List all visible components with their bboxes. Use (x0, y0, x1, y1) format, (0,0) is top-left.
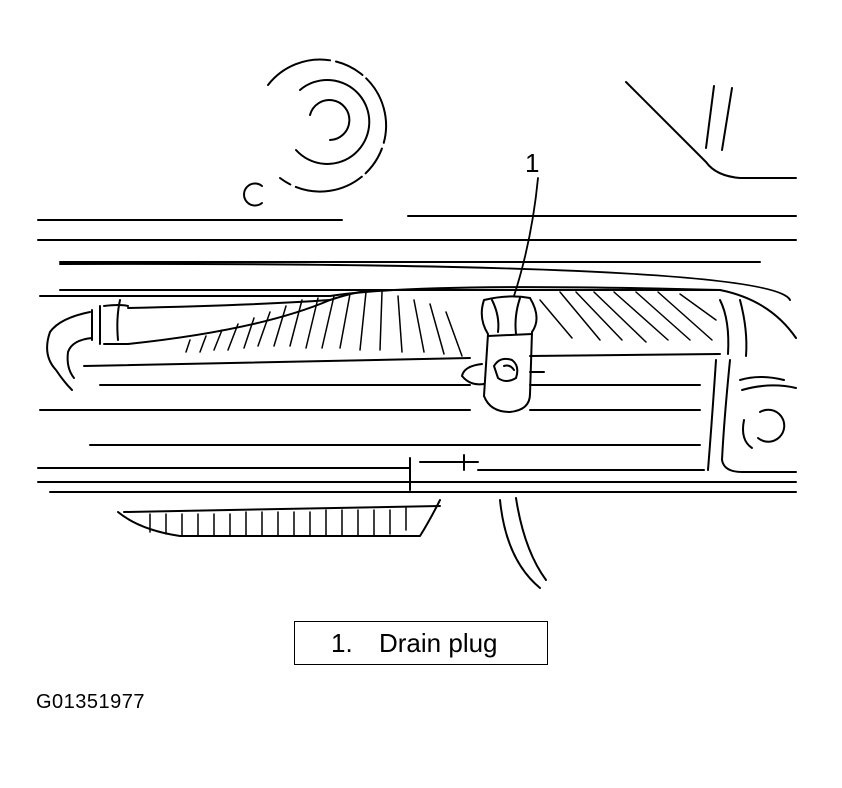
legend-label: Drain plug (379, 627, 498, 658)
legend-box: 1. Drain plug (294, 621, 548, 665)
pan-rib-lines (150, 508, 406, 536)
right-bracket (708, 300, 796, 472)
round-fitting (244, 60, 386, 206)
hose (47, 300, 128, 390)
callout-number: 1 (525, 148, 540, 178)
pan-ribs (118, 500, 440, 536)
hatching-left (186, 292, 462, 356)
oil-pan-edge (84, 290, 720, 366)
callout-leader (514, 178, 538, 296)
hatching-right (540, 292, 716, 342)
drain-plug-diagram (0, 0, 842, 600)
legend-number: 1. (331, 627, 353, 658)
figure-id: G01351977 (36, 691, 146, 713)
drain-plug (462, 296, 544, 412)
crossmember (38, 216, 796, 492)
lower-bracket (500, 498, 546, 588)
frame-corner (626, 82, 796, 178)
